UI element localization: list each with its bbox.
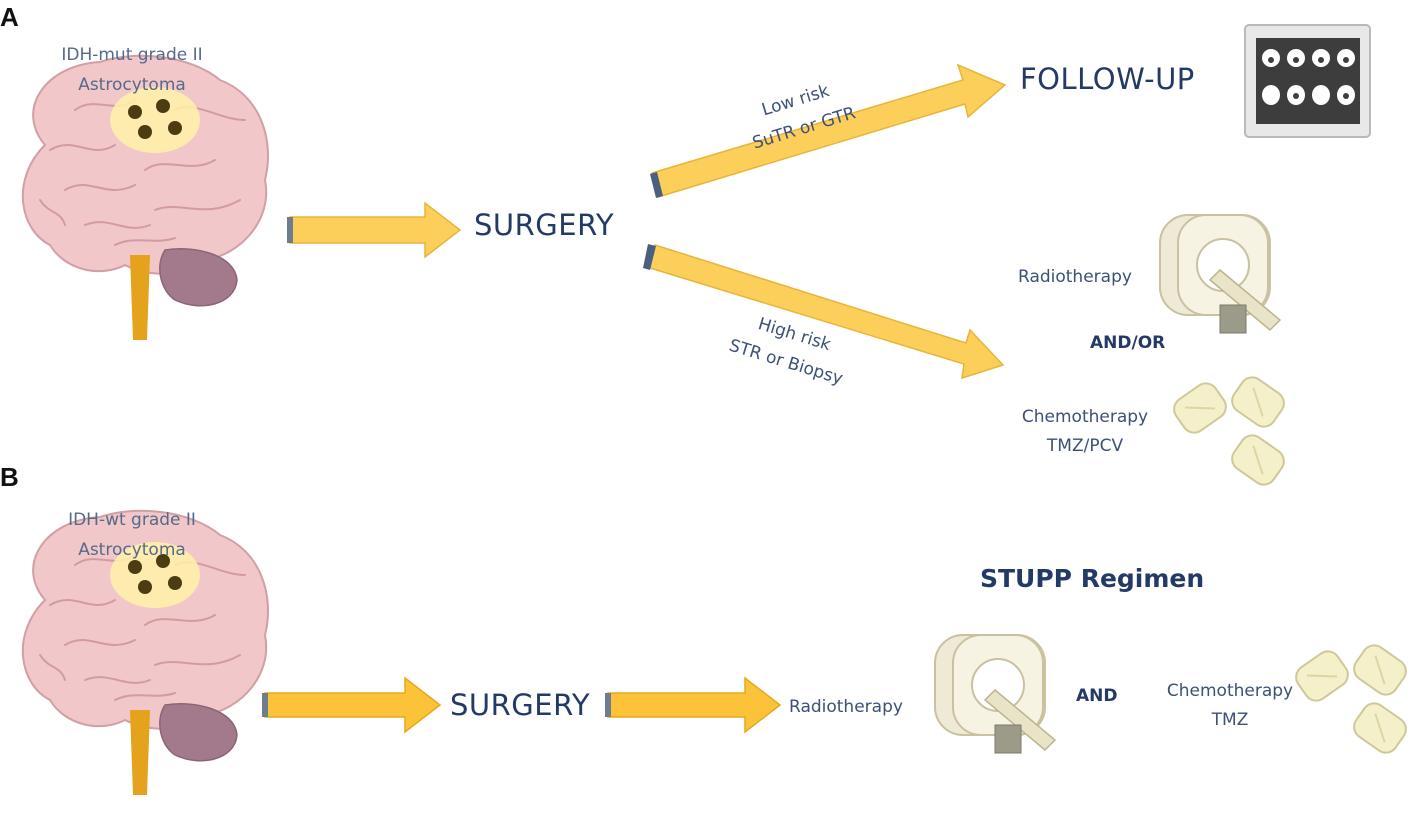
tumor-label-b-line1: IDH-wt grade II bbox=[68, 510, 196, 530]
radiotherapy-machine-icon-b bbox=[934, 634, 1056, 754]
chemotherapy-pills-icon-a bbox=[1168, 371, 1290, 491]
surgery-label-b: SURGERY bbox=[450, 688, 591, 722]
radiotherapy-label-a: Radiotherapy bbox=[1018, 267, 1132, 287]
arrow-to-surgery-b bbox=[262, 676, 442, 734]
chemotherapy-pills-icon-b bbox=[1290, 639, 1412, 759]
chemotherapy-label-b: Chemotherapy TMZ bbox=[1155, 677, 1305, 735]
tumor-label-b: IDH-wt grade II Astrocytoma bbox=[22, 505, 242, 565]
stupp-regimen-title: STUPP Regimen bbox=[980, 564, 1205, 593]
radiotherapy-machine-icon-a bbox=[1159, 214, 1281, 334]
arrow-to-surgery-a bbox=[287, 201, 462, 259]
and-label: AND bbox=[1076, 686, 1118, 706]
and-or-label: AND/OR bbox=[1090, 333, 1166, 353]
panel-letter-a: A bbox=[0, 2, 19, 32]
tumor-label-a: IDH-mut grade II Astrocytoma bbox=[22, 40, 242, 100]
radiotherapy-label-b: Radiotherapy bbox=[789, 697, 903, 717]
surgery-label-a: SURGERY bbox=[474, 208, 615, 242]
mri-scan-viewer-icon bbox=[1244, 24, 1371, 138]
tumor-label-a-line1: IDH-mut grade II bbox=[61, 45, 203, 65]
chemotherapy-b-line1: Chemotherapy bbox=[1166, 681, 1294, 701]
chemotherapy-b-line2: TMZ bbox=[1211, 710, 1249, 730]
follow-up-label: FOLLOW-UP bbox=[1020, 62, 1195, 96]
arrow-high-risk-a bbox=[643, 244, 1005, 380]
arrow-to-radiotherapy-b bbox=[605, 676, 782, 734]
chemotherapy-a-line1: Chemotherapy bbox=[1021, 407, 1149, 427]
tumor-label-b-line2: Astrocytoma bbox=[78, 540, 186, 560]
arrow-low-risk-a bbox=[650, 63, 1007, 198]
chemotherapy-a-line2: TMZ/PCV bbox=[1046, 436, 1124, 456]
tumor-label-a-line2: Astrocytoma bbox=[78, 75, 186, 95]
panel-letter-b: B bbox=[0, 462, 19, 492]
chemotherapy-label-a: Chemotherapy TMZ/PCV bbox=[1010, 403, 1160, 461]
